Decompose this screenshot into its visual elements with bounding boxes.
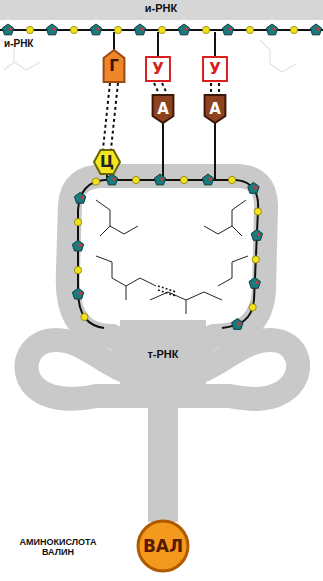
trna-base-a: А	[150, 95, 176, 123]
mrna-base-u: У	[145, 56, 171, 82]
amino-acid-label: АМИНОКИСЛОТА ВАЛИН	[4, 537, 112, 558]
trna-backbone	[78, 180, 258, 328]
sugar-pentagon	[72, 288, 83, 299]
sugar-pentagon	[222, 24, 233, 35]
oxygen-dot	[208, 177, 211, 180]
oxygen-dot	[160, 177, 163, 180]
amino-acid-circle: ВАЛ	[137, 520, 189, 572]
phosphate-dot	[81, 313, 88, 320]
phosphate-dot	[228, 176, 235, 183]
oxygen-dot	[112, 177, 115, 180]
oxygen-dot	[228, 27, 231, 30]
base-stems	[107, 32, 215, 180]
phosphate-dot	[70, 26, 77, 33]
sugar-pentagon	[248, 182, 259, 193]
oxygen-dot	[52, 27, 55, 30]
phosphate-dot	[290, 26, 297, 33]
oxygen-dot	[78, 292, 81, 295]
mrna-base-u: У	[202, 56, 228, 82]
trna-center	[120, 320, 206, 390]
trna-base-c: Ц	[94, 150, 120, 174]
anticodon-arm	[68, 176, 266, 336]
sugar-pentagon	[251, 229, 262, 240]
sugar-pentagon	[2, 24, 13, 35]
oxygen-dot	[96, 27, 99, 30]
base-letter: А	[157, 102, 169, 117]
phosphate-dot	[202, 26, 209, 33]
hydrogen-bond	[154, 83, 167, 94]
base-letter: У	[209, 62, 221, 77]
mrna-label: и-РНК	[4, 38, 33, 50]
sugar-pentagon	[202, 174, 213, 185]
acceptor-stem	[148, 380, 178, 522]
sugar-pentagon	[90, 24, 101, 35]
oxygen-dot	[257, 233, 260, 236]
sugar-pentagon	[266, 24, 277, 35]
mrna-base-g: Г	[101, 50, 127, 82]
oxygen-dot	[8, 27, 11, 30]
sugar-pentagon	[310, 24, 321, 35]
base-letter: Ц	[100, 155, 114, 170]
sugar-pentagon	[134, 24, 145, 35]
phosphate-dot	[92, 178, 99, 185]
oxygen-dot	[254, 186, 257, 189]
oxygen-dot	[272, 27, 275, 30]
loop-bases	[96, 200, 248, 314]
phosphate-dot	[249, 304, 256, 311]
sugar-pentagon	[72, 240, 83, 251]
phosphate-dot	[74, 267, 81, 274]
oxygen-dot	[81, 196, 84, 199]
sugar-pentagon	[178, 24, 189, 35]
sugar-pentagon	[74, 192, 85, 203]
trna-body	[26, 176, 298, 522]
sugar-pentagon	[46, 24, 57, 35]
phosphate-dot	[74, 219, 81, 226]
hydrogen-bond	[211, 83, 219, 94]
phosphate-dot	[132, 176, 139, 183]
phosphate-dot	[254, 208, 261, 215]
phosphate-dot	[158, 26, 165, 33]
oxygen-dot	[255, 281, 258, 284]
sugar-pentagon	[154, 174, 165, 185]
mrna-band	[0, 0, 323, 20]
phosphate-dot	[114, 26, 121, 33]
loop-hbonds	[158, 286, 176, 296]
mrna-label: и-РНК	[145, 2, 177, 15]
base-letter: А	[209, 102, 221, 117]
base-letter: ВАЛ	[143, 538, 183, 555]
phosphate-dot	[252, 256, 259, 263]
base-letter: У	[152, 62, 164, 77]
hydrogen-bond	[103, 83, 118, 149]
oxygen-dot	[184, 27, 187, 30]
sugar-pentagon	[106, 174, 117, 185]
phosphate-dot	[26, 26, 33, 33]
base-letter: Г	[109, 59, 119, 74]
sugar-pentagon	[232, 319, 243, 330]
oxygen-dot	[140, 27, 143, 30]
phosphate-dot	[180, 176, 187, 183]
backbone-sugars	[2, 24, 321, 329]
phosphate-dot	[246, 26, 253, 33]
trna-base-a: А	[202, 95, 228, 123]
sugar-pentagon	[249, 277, 260, 288]
trna-label: т-РНК	[147, 348, 178, 361]
oxygen-dot	[238, 322, 241, 325]
oxygen-dot	[316, 27, 319, 30]
oxygen-dot	[78, 244, 81, 247]
